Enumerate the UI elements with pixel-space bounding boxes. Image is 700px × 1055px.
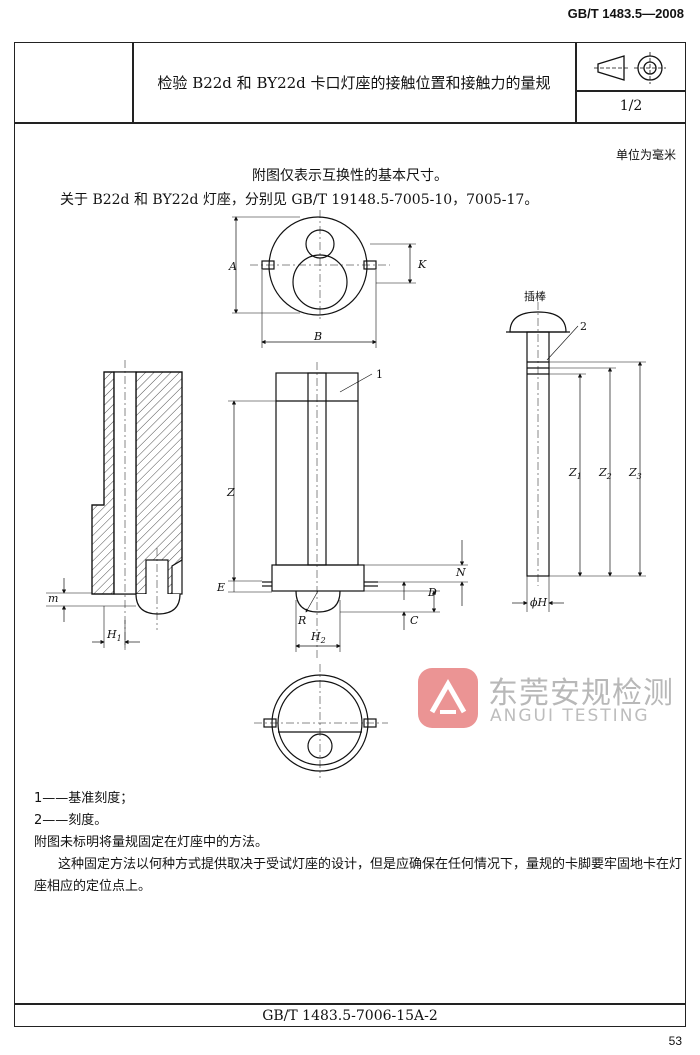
plunger-label: 插棒: [524, 289, 546, 303]
watermark-logo-icon: [418, 668, 478, 728]
dim-label-Z2: Z2: [598, 466, 612, 481]
left-section-view: [46, 360, 183, 650]
dim-label-B: B: [313, 330, 322, 343]
dim-label-phiH: ϕH: [530, 596, 547, 609]
dim-label-Z: Z: [226, 486, 235, 499]
header-divider-left: [132, 42, 134, 123]
header-divider: [14, 122, 686, 124]
dim-label-K: K: [417, 258, 427, 271]
dim-label-H1: H1: [106, 628, 122, 643]
dim-label-A: A: [228, 260, 237, 273]
intro-line-1: 附图仅表示互换性的基本尺寸。: [252, 168, 448, 184]
technical-drawing: [46, 210, 646, 778]
note-paragraph-line-1: 这种固定方法以何种方式提供取决于受试灯座的设计，但是应确保在任何情况下，量规的卡…: [58, 857, 683, 872]
dim-label-E: E: [216, 581, 225, 594]
watermark-text-en: ANGUI TESTING: [490, 706, 650, 726]
note-paragraph-line-2: 座相应的定位点上。: [34, 879, 152, 894]
sheet-title: 检验 B22d 和 BY22d 卡口灯座的接触位置和接触力的量规: [157, 74, 551, 92]
unit-note: 单位为毫米: [615, 148, 676, 162]
front-view: [228, 362, 468, 660]
dim-label-N: N: [455, 566, 466, 579]
page-frame: [14, 42, 686, 1027]
note-key-2: 2——刻度。: [34, 813, 108, 828]
bottom-view: [254, 664, 388, 778]
footer-divider: [14, 1003, 686, 1005]
projection-symbol-icon: [594, 52, 666, 84]
figure-notes: 1——基准刻度； 2——刻度。 附图未标明将量规固定在灯座中的方法。 这种固定方…: [34, 788, 682, 898]
note-fixing-method: 附图未标明将量规固定在灯座中的方法。: [34, 835, 269, 850]
top-view: [232, 210, 416, 348]
page-number: 53: [668, 1034, 682, 1048]
dim-label-m: m: [48, 592, 58, 605]
plunger-view: [506, 302, 646, 612]
callout-1: 1: [376, 368, 383, 381]
watermark-text-cn: 东莞安规检测: [488, 676, 674, 711]
note-key-1: 1——基准刻度；: [34, 791, 134, 806]
dim-label-C: C: [410, 614, 419, 627]
sheet-code: GB/T 1483.5-7006-15A-2: [262, 1008, 438, 1024]
sheet-number: 1/2: [619, 98, 643, 114]
standard-code: GB/T 1483.5—2008: [567, 6, 684, 21]
dim-label-R: R: [297, 614, 306, 627]
callout-2: 2: [580, 320, 587, 333]
dim-label-Z1: Z1: [568, 466, 582, 481]
dim-label-Z3: Z3: [628, 466, 642, 481]
header-divider-symbol: [575, 90, 686, 92]
intro-line-2: 关于 B22d 和 BY22d 灯座，分别见 GB/T 19148.5-7005…: [60, 192, 539, 208]
header-divider-right: [575, 42, 577, 123]
dim-label-H2: H2: [310, 630, 326, 645]
dimension-labels: A K B Z E N D C R H2 H1 m Z1 Z2 Z3 ϕH 1 …: [48, 258, 642, 645]
dim-label-D: D: [427, 586, 437, 599]
